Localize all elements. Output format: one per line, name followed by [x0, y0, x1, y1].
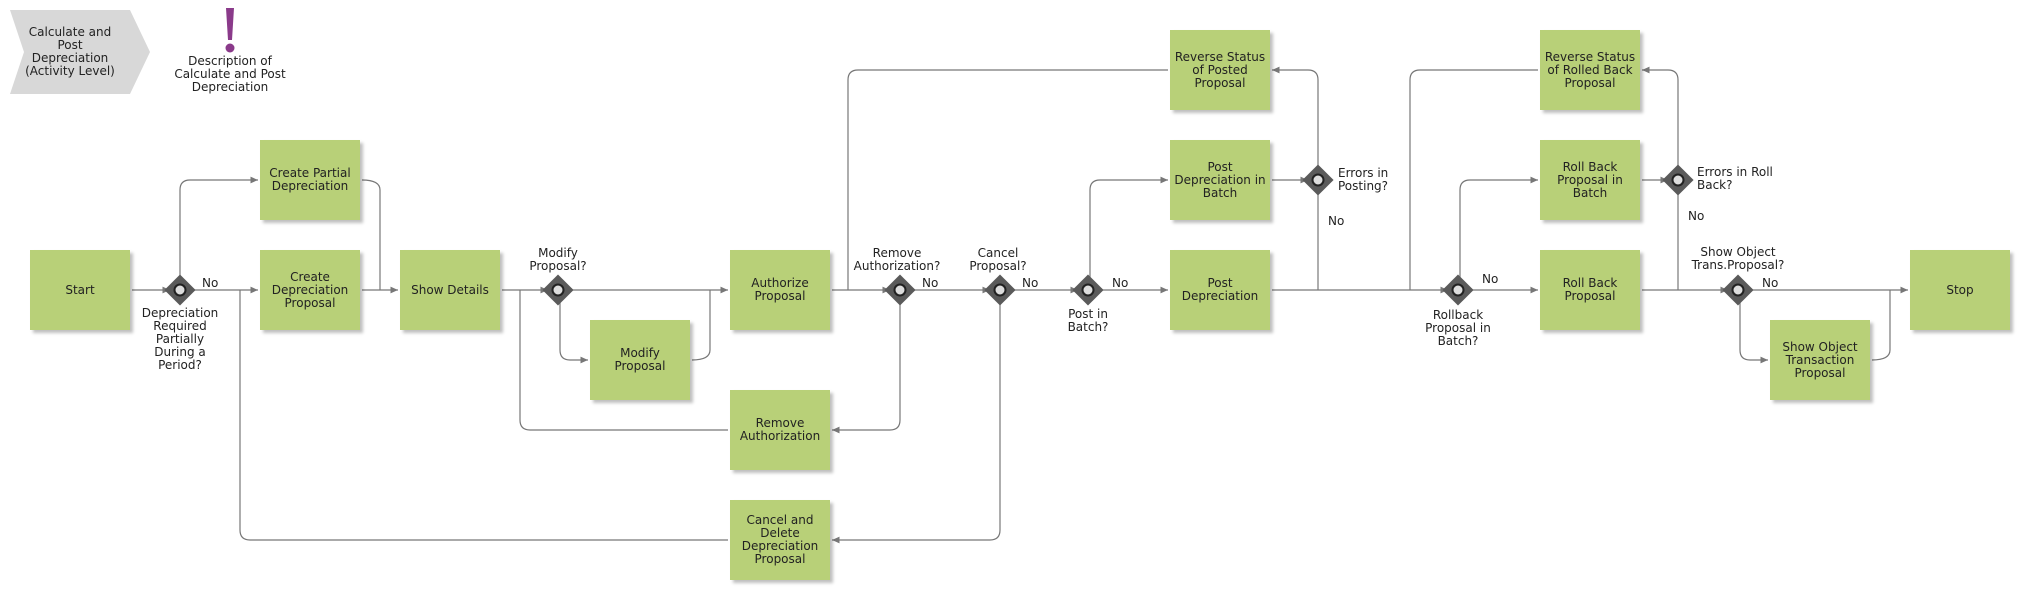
create-partial-depreciation-node: Create Partial Depreciation: [260, 140, 360, 220]
create-depreciation-proposal-node: Create Depreciation Proposal: [260, 250, 360, 330]
reverse-posted-proposal-node: Reverse Status of Posted Proposal: [1170, 30, 1270, 110]
cancel-delete-proposal-node: Cancel and Delete Depreciation Proposal: [730, 500, 830, 580]
gateway-label-rollback-batch: Rollback Proposal in Batch?: [1425, 308, 1491, 348]
stop-node: Stop: [1910, 250, 2010, 330]
show-details-node: Show Details: [400, 250, 500, 330]
gateway-rollback-batch: [1442, 274, 1474, 306]
post-depreciation-batch-node: Post Depreciation in Batch: [1170, 140, 1270, 220]
connectors: [132, 66, 1908, 544]
edge-label-no: No: [1112, 276, 1129, 290]
roll-back-proposal-node: Roll Back Proposal: [1540, 250, 1640, 330]
roll-back-proposal-batch-node: Roll Back Proposal in Batch: [1540, 140, 1640, 220]
description-title: Description of Calculate and Post Deprec…: [174, 54, 286, 94]
post-depreciation-node: Post Depreciation: [1170, 250, 1270, 330]
description-exclamation-icon: [225, 8, 235, 53]
edge-label-no: No: [1482, 272, 1499, 286]
edge-label-no: No: [1022, 276, 1039, 290]
edge-label-no: No: [1328, 214, 1345, 228]
remove-authorization-node: Remove Authorization: [730, 390, 830, 470]
gateway-label-remove-authorization: Remove Authorization?: [853, 246, 941, 273]
gateway-label-errors-rollback: Errors in Roll Back?: [1697, 165, 1773, 192]
edge-label-no: No: [202, 276, 219, 290]
modify-proposal-node: Modify Proposal: [590, 320, 690, 400]
edge-label-no: No: [922, 276, 939, 290]
gateway-errors-posting: [1302, 164, 1334, 196]
gateway-label-errors-posting: Errors in Posting?: [1338, 166, 1389, 193]
edge-label-no: No: [1688, 209, 1705, 223]
start-node: Start: [30, 250, 130, 330]
gateway-depreciation-partial: [164, 274, 196, 306]
gateway-cancel-proposal: [984, 274, 1016, 306]
gateway-post-in-batch: [1072, 274, 1104, 306]
gateway-errors-rollback: [1662, 164, 1694, 196]
edge-label-no: No: [1762, 276, 1779, 290]
authorize-proposal-node: Authorize Proposal: [730, 250, 830, 330]
gateway-label-modify: Modify Proposal?: [529, 246, 587, 273]
activity-level-chevron: [10, 10, 150, 94]
reverse-rolled-back-proposal-node: Reverse Status of Rolled Back Proposal: [1540, 30, 1640, 110]
show-object-transaction-proposal-node: Show Object Transaction Proposal: [1770, 320, 1870, 400]
gateway-show-object: [1722, 274, 1754, 306]
gateway-remove-authorization: [884, 274, 916, 306]
gateway-label-post-in-batch: Post in Batch?: [1067, 307, 1109, 334]
gateway-modify-proposal: [542, 274, 574, 306]
gateway-label-show-object: Show Object Trans.Proposal?: [1691, 245, 1785, 272]
gateway-label-depreciation-partial: Depreciation Required Partially During a…: [141, 306, 219, 372]
gateway-label-cancel: Cancel Proposal?: [969, 246, 1027, 273]
activity-level-title: Calculate and Post Depreciation (Activit…: [25, 25, 115, 78]
